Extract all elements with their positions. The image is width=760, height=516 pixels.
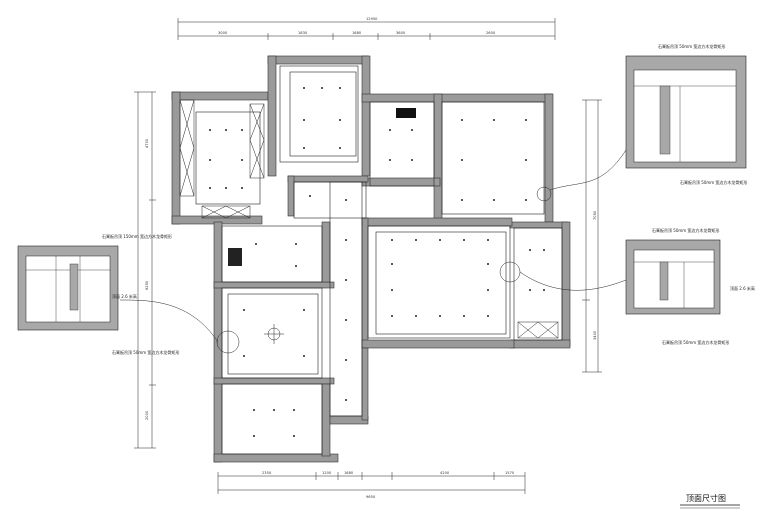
bottom-dimension-5: 1570	[505, 471, 515, 475]
left-dimension-lines	[134, 91, 156, 449]
right-lower-note-top: 石膏板吊顶 50mm 宽边方木龙骨矩形	[652, 227, 719, 233]
room-outlines	[195, 65, 563, 455]
detail-callout-c	[536, 186, 552, 202]
top-dimension-2: 1830	[298, 31, 308, 35]
top-total-dimension: 12950	[366, 17, 378, 21]
bottom-total-dimension: 9650	[366, 495, 376, 499]
bottom-dimension-lines	[217, 472, 526, 494]
top-dimension-1: 3000	[218, 31, 228, 35]
hood-block	[396, 108, 416, 118]
bottom-dimension-4: 4200	[440, 471, 450, 475]
drawing-title: 顶面尺寸图	[686, 493, 726, 503]
left-dimension-2: 6250	[145, 280, 149, 290]
wardrobe-left	[179, 99, 265, 197]
bottom-dimension-1: 2350	[262, 471, 272, 475]
left-detail-note-upper: 石膏板吊顶 150mm 宽边方木龙骨矩形	[102, 233, 172, 239]
right-upper-note-top: 石膏板吊顶 50mm 宽边方木龙骨矩形	[658, 43, 725, 49]
top-dimension-5: 2600	[486, 31, 496, 35]
top-dimension-3: 1680	[352, 31, 362, 35]
top-dimension-lines	[177, 18, 556, 40]
detail-box-right-upper	[625, 55, 747, 169]
detail-callout-a	[216, 330, 240, 354]
walls	[171, 55, 571, 463]
appliance-block	[228, 248, 242, 266]
ceiling-rose	[264, 324, 284, 344]
left-detail-note-lower: 石膏板吊顶 50mm 宽边方木龙骨矩形	[112, 349, 179, 355]
right-upper-note-bottom: 石膏板吊顶 50mm 宽边方木龙骨矩形	[680, 179, 747, 185]
top-dimension-4: 3600	[396, 31, 406, 35]
callout-leaders	[119, 149, 627, 343]
wardrobe-right	[201, 205, 559, 339]
right-dimension-2: 3400	[593, 330, 597, 340]
bottom-dimension-3: 1680	[344, 471, 354, 475]
left-detail-note-mid: 顶面 2.6 米高	[112, 293, 137, 299]
right-dimension-lines	[582, 99, 602, 373]
detail-box-right-lower	[625, 239, 721, 315]
right-lower-note-bottom: 石膏板吊顶 50mm 宽边方木龙骨矩形	[662, 339, 729, 345]
bottom-dimension-2: 1200	[322, 471, 332, 475]
left-dimension-3: 2000	[145, 410, 149, 420]
right-lower-note-mid: 顶面 2.6 米高	[730, 285, 755, 291]
left-dimension-1: 4700	[145, 138, 149, 148]
detail-box-left	[17, 245, 119, 331]
right-dimension-1: 7050	[593, 210, 597, 220]
light-fixtures	[209, 87, 545, 437]
